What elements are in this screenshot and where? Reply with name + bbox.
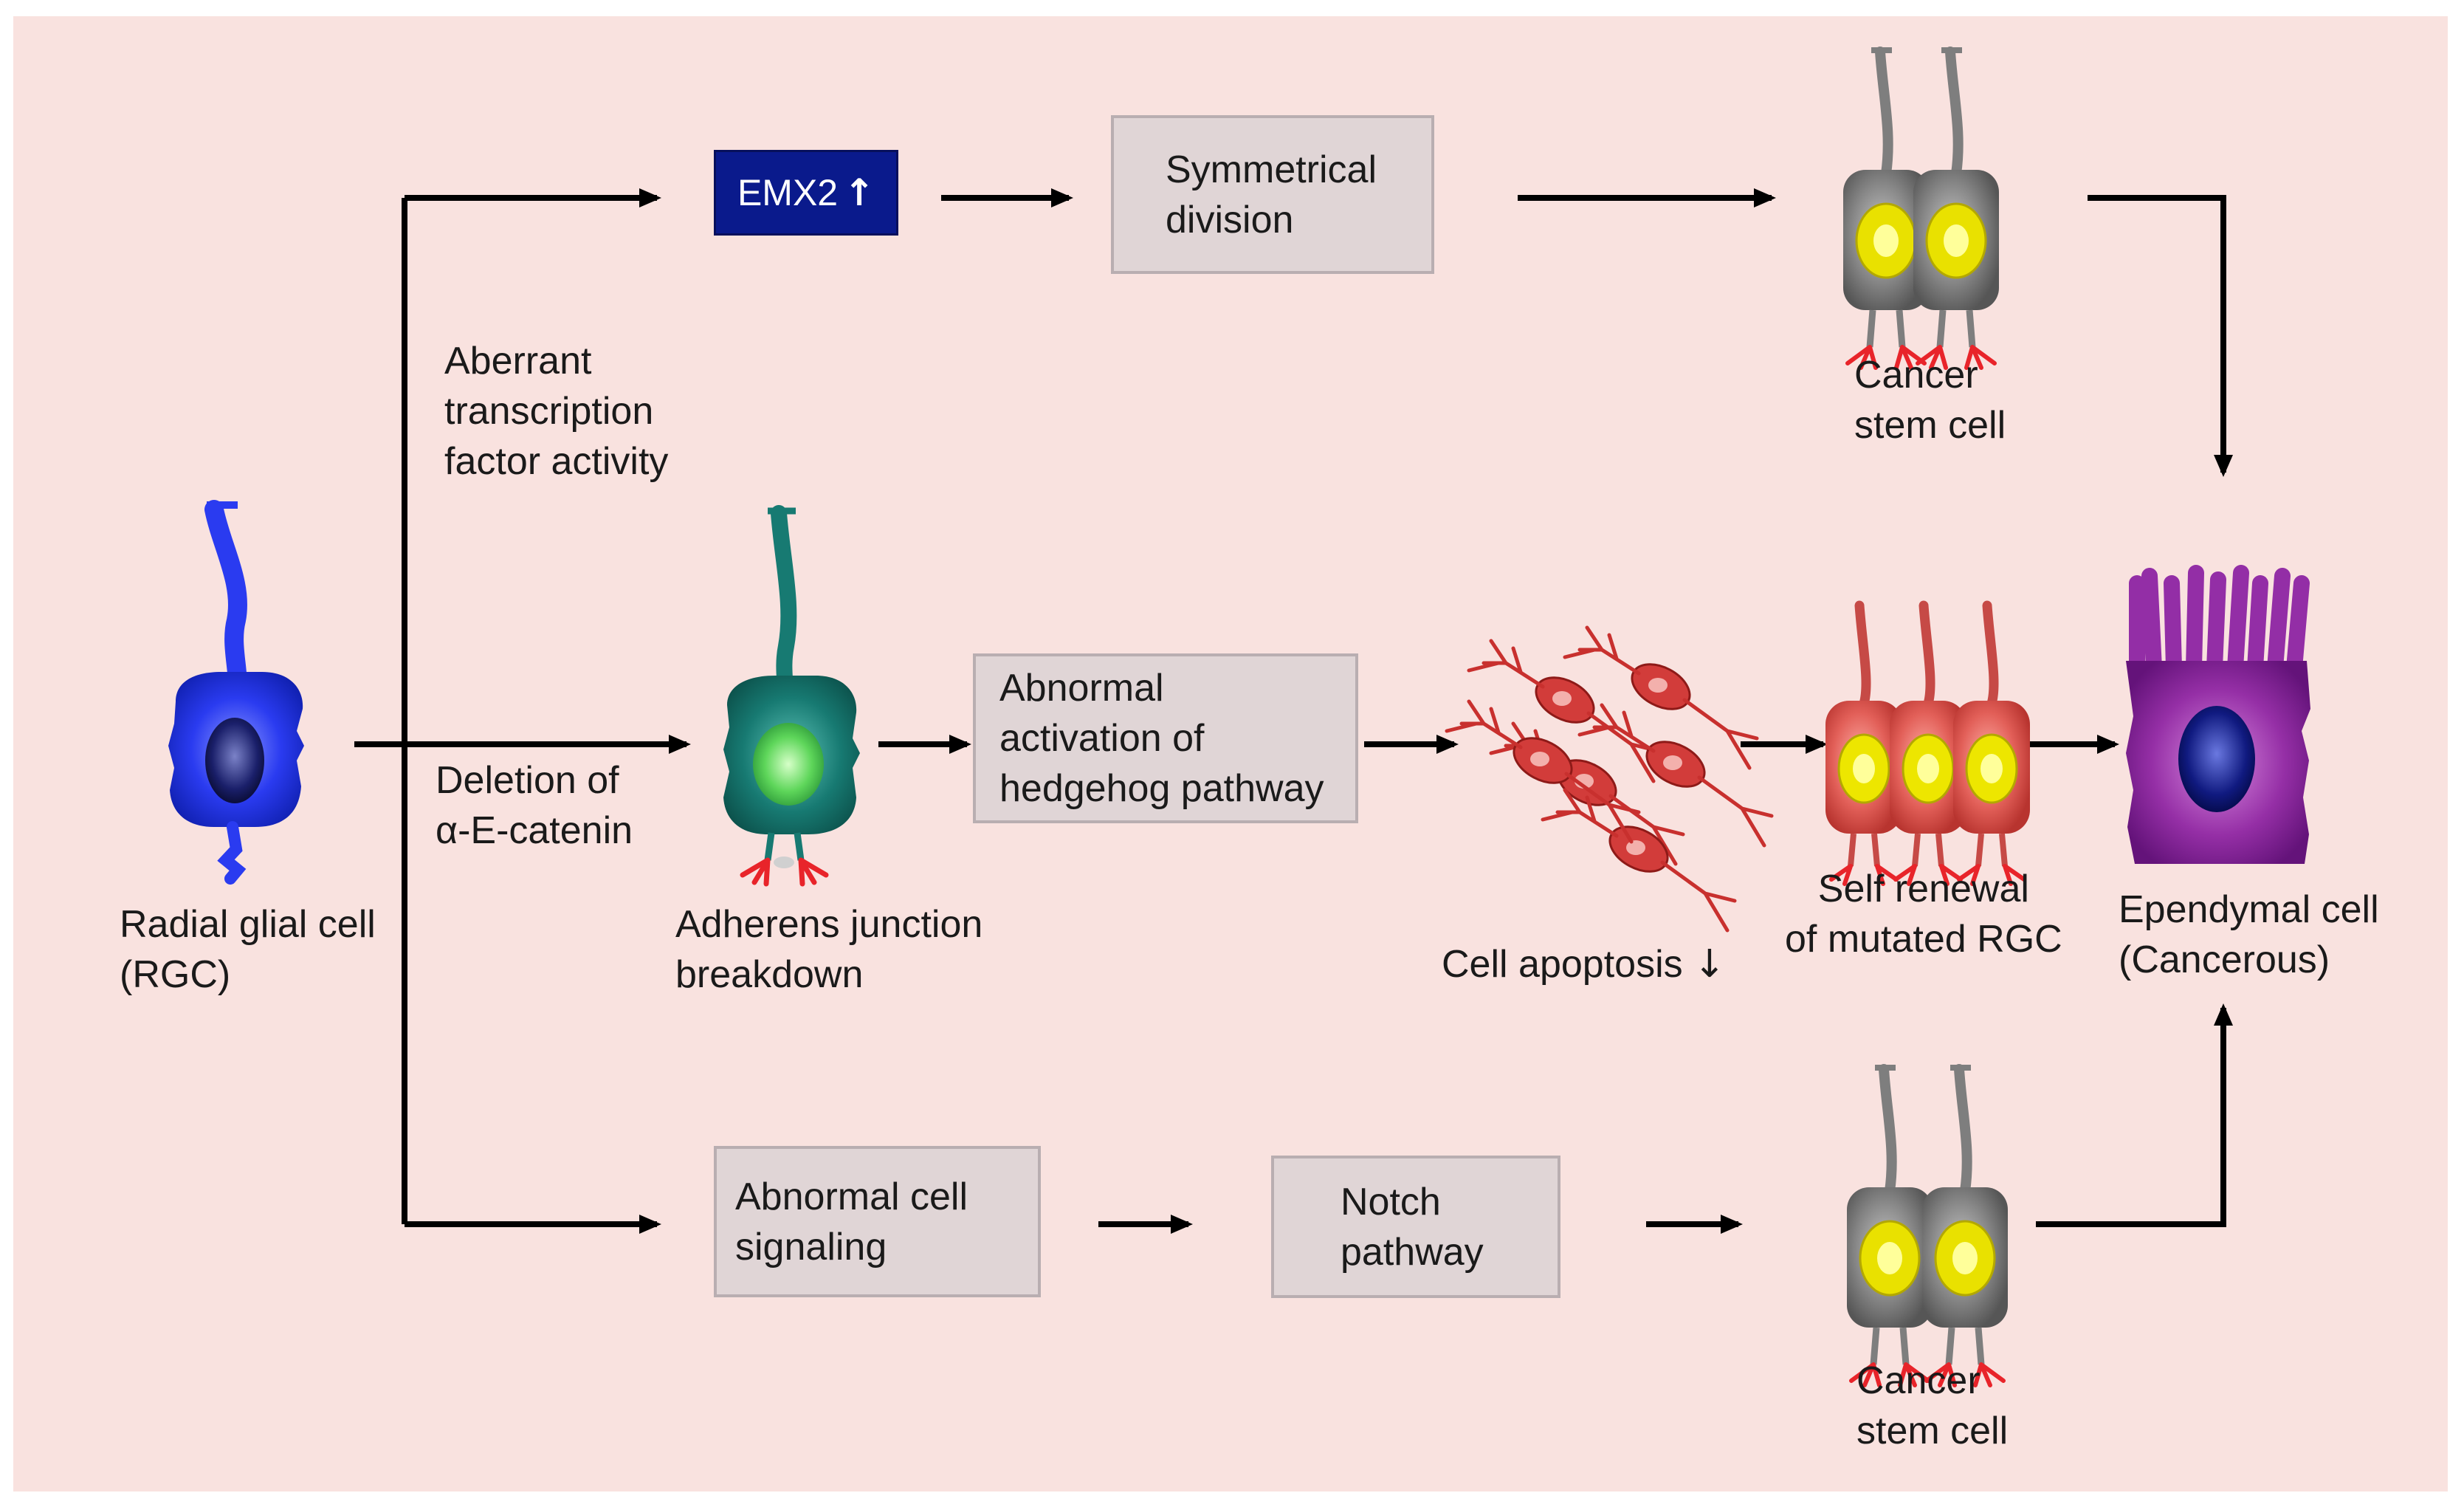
abnormal-cell-signaling-label: Abnormal cell signaling [735, 1175, 968, 1269]
connector-lines [354, 188, 2233, 1234]
apoptosis-down-arrow-icon: ↓ [1693, 942, 1726, 986]
abnormal-cell-signaling-box: Abnormal cell signaling [714, 1146, 1041, 1297]
emx2-box: EMX2↑ [714, 150, 898, 236]
arrow-stem-top-to-ependymal [2088, 195, 2233, 477]
notch-pathway-box: Notch pathway [1271, 1156, 1560, 1298]
symmetrical-division-label: Symmetrical division [1166, 148, 1377, 241]
adherens-junction-label: Adherens junction breakdown [675, 903, 983, 996]
hedgehog-pathway-box: Abnormal activation of hedgehog pathway [973, 653, 1358, 823]
cell-apoptosis-label: Cell apoptosis ↓ [1442, 942, 1726, 986]
radial-glial-cell-label: Radial glial cell (RGC) [120, 903, 376, 996]
emx2-label: EMX2 [737, 172, 839, 213]
hedgehog-pathway-label: Abnormal activation of hedgehog pathway [999, 667, 1324, 810]
cancer-stem-cell-top-label: Cancer stem cell [1854, 354, 2006, 447]
cancer-stem-cell-bottom-illustration [1847, 1068, 2008, 1385]
deletion-catenin-label: Deletion of α-E-catenin [436, 759, 633, 852]
arrow-stem-bottom-to-ependymal [2036, 1003, 2233, 1227]
self-renewal-label: Self renewal of mutated RGC [1785, 868, 2062, 961]
mutated-rgc-illustration [1825, 605, 2030, 884]
emx2-up-arrow-icon: ↑ [844, 171, 875, 214]
ependymal-cell-label: Ependymal cell (Cancerous) [2119, 888, 2379, 981]
symmetrical-division-box: Symmetrical division [1111, 115, 1434, 274]
notch-pathway-label: Notch pathway [1341, 1180, 1484, 1274]
aberrant-transcription-label: Aberrant transcription factor activity [444, 340, 669, 483]
cancer-stem-cell-top-illustration [1843, 50, 1999, 368]
cancer-stem-cell-bottom-label: Cancer stem cell [1856, 1359, 2009, 1452]
ependymal-cell-illustration [2126, 565, 2310, 864]
adherens-junction-cell-illustration [723, 505, 860, 887]
radial-glial-cell-illustration [168, 500, 304, 885]
cell-apoptosis-illustration [1447, 628, 1772, 930]
